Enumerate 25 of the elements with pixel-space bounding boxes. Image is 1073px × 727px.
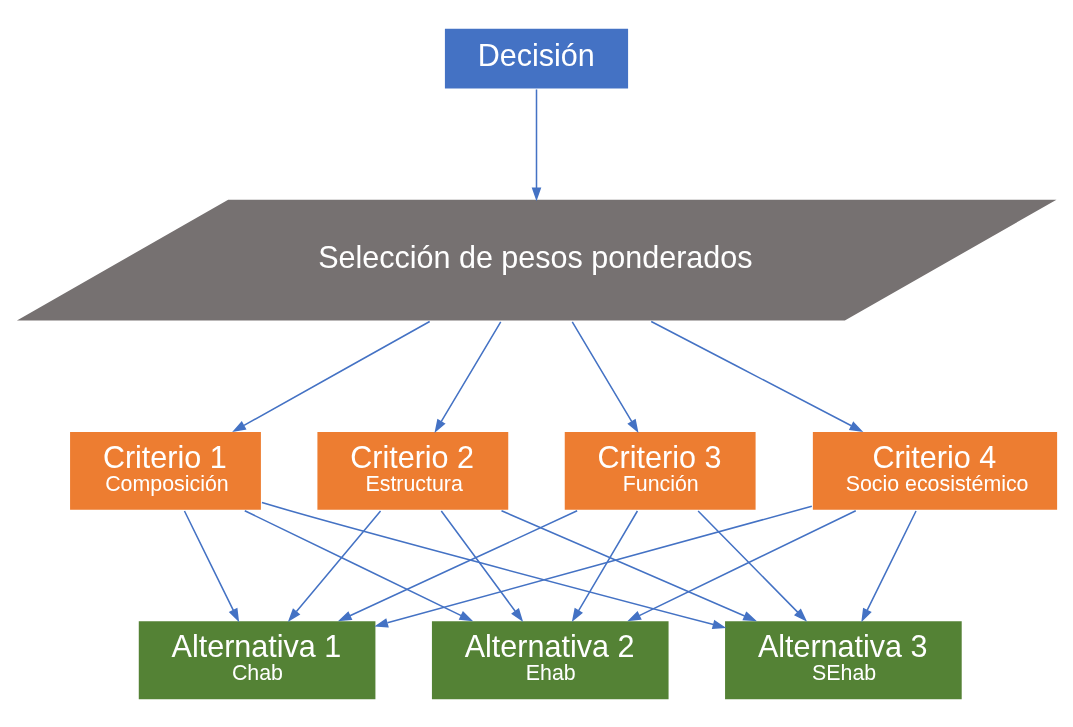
arrow [232, 320, 431, 432]
arrow [861, 509, 917, 622]
arrow [697, 509, 808, 622]
node-box: Decisión [443, 26, 630, 90]
node-box: Criterio 2 Estructura [315, 429, 510, 511]
arrow [650, 320, 864, 432]
arrow [531, 88, 542, 201]
arrow [571, 320, 639, 433]
arrow [261, 501, 727, 629]
arrow [440, 509, 524, 622]
node-box: Criterio 1 Composición [68, 429, 263, 511]
arrow [374, 504, 813, 627]
node-box: Alternativa 3 SEhab [723, 619, 964, 701]
node-box: Criterio 3 Función [563, 429, 758, 511]
arrow [337, 509, 578, 621]
node-box: Criterio 4 Socio ecosistémico [811, 429, 1059, 511]
node-box: Alternativa 2 Ehab [430, 619, 671, 701]
arrow [183, 509, 240, 622]
arrow [627, 509, 857, 621]
arrow [434, 320, 502, 433]
arrow [287, 509, 382, 622]
arrow [244, 509, 474, 621]
arrow [571, 509, 639, 622]
arrow [500, 509, 757, 621]
node-box: Alternativa 1 Chab [137, 619, 377, 701]
